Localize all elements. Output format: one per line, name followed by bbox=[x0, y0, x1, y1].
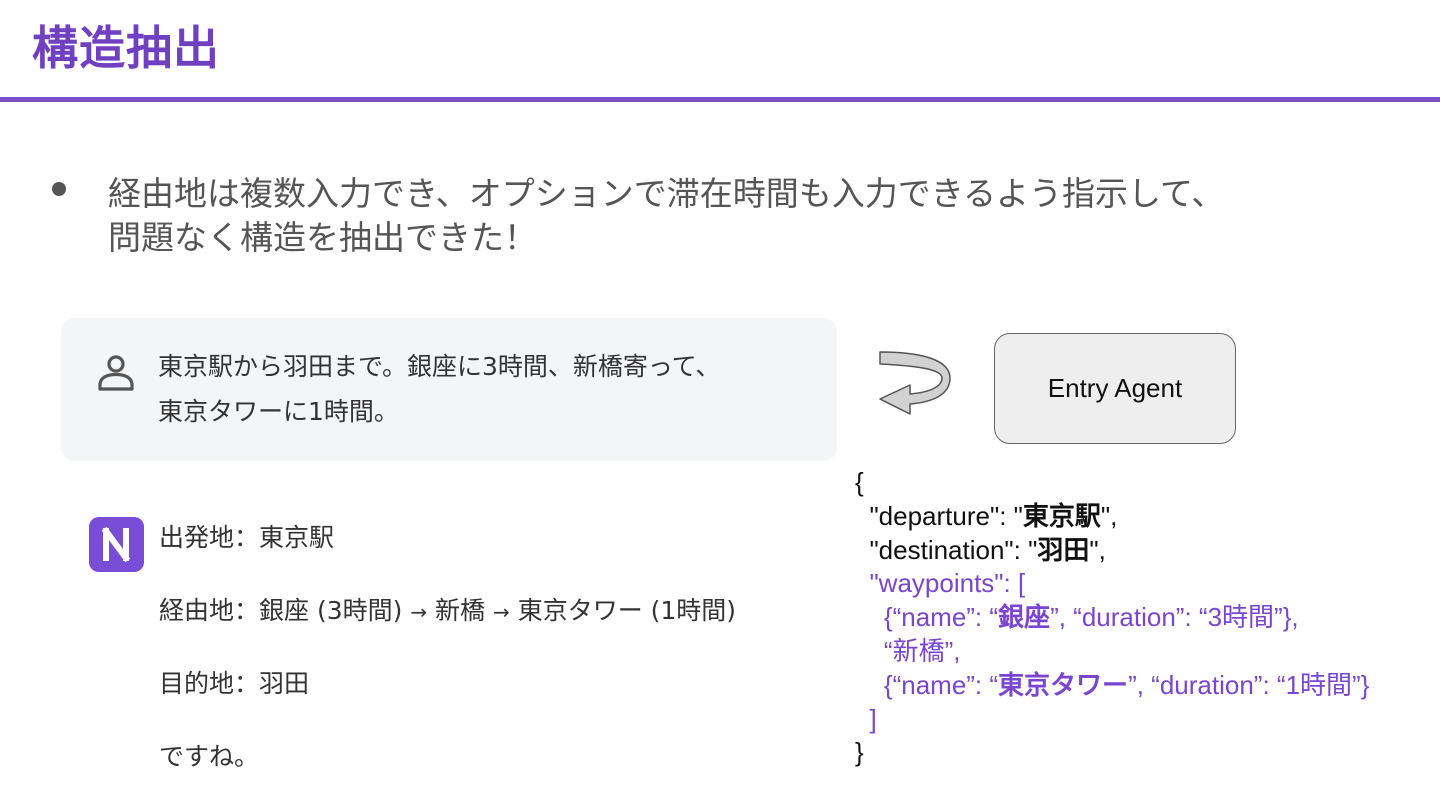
title-divider bbox=[0, 97, 1440, 102]
bullet-text: 経由地は複数入力でき、オプションで滞在時間も入力できるよう指示して、 問題なく構… bbox=[108, 172, 1358, 260]
json-wp2-name: 新橋 bbox=[892, 635, 945, 666]
json-waypoint-2: “新橋”, bbox=[855, 635, 1369, 669]
json-wp3-mid: ”, “duration”: “ bbox=[1128, 669, 1286, 700]
bot-waypoints-part-1: 経由地：銀座 (3時間) bbox=[159, 596, 411, 625]
arrow-right-icon: → bbox=[492, 600, 510, 624]
json-wp3-end: ”} bbox=[1352, 669, 1370, 700]
json-close-brace: } bbox=[855, 737, 864, 768]
json-departure-key: "departure": " bbox=[855, 500, 1023, 531]
arrow-right-icon: → bbox=[410, 600, 428, 624]
json-open-brace: { bbox=[855, 467, 864, 497]
user-message-line-1: 東京駅から羽田まで。銀座に3時間、新橋寄って、 bbox=[158, 352, 721, 381]
bot-departure: 出発地：東京駅 bbox=[159, 523, 335, 552]
bullet-dot bbox=[52, 182, 66, 196]
json-wp1-duration: 3時間 bbox=[1207, 602, 1275, 633]
json-destination-key: "destination": " bbox=[855, 534, 1038, 565]
user-message: 東京駅から羽田まで。銀座に3時間、新橋寄って、 東京タワーに1時間。 bbox=[158, 344, 818, 434]
bot-closing: ですね。 bbox=[159, 742, 260, 771]
json-waypoint-3: {“name”: “東京タワー”, “duration”: “1時間”} bbox=[855, 669, 1369, 703]
json-output: { "departure": "東京駅", "destination": "羽田… bbox=[855, 466, 1369, 770]
bot-waypoints-part-3: 東京タワー (1時間) bbox=[509, 596, 737, 625]
json-wp2-prefix: “ bbox=[855, 635, 893, 666]
user-message-line-2: 東京タワーに1時間。 bbox=[158, 397, 399, 426]
json-wp1-prefix: {“name”: “ bbox=[855, 602, 999, 633]
json-destination: "destination": "羽田", bbox=[855, 534, 1369, 568]
user-message-card bbox=[61, 318, 837, 461]
bot-avatar-icon bbox=[89, 517, 144, 572]
json-wp1-mid: ”, “duration”: “ bbox=[1050, 602, 1208, 633]
json-departure: "departure": "東京駅", bbox=[855, 500, 1369, 534]
json-close-bracket: ] bbox=[855, 703, 877, 734]
bot-waypoints-part-2: 新橋 bbox=[427, 596, 493, 625]
bullet-line-1: 経由地は複数入力でき、オプションで滞在時間も入力できるよう指示して、 bbox=[108, 174, 1225, 213]
bullet-line-2: 問題なく構造を抽出できた！ bbox=[108, 218, 537, 257]
json-destination-value: 羽田 bbox=[1037, 534, 1090, 565]
slide-title: 構造抽出 bbox=[32, 21, 220, 75]
json-wp1-end: ”}, bbox=[1274, 602, 1299, 633]
json-destination-end: ", bbox=[1089, 534, 1106, 565]
json-departure-value: 東京駅 bbox=[1022, 500, 1101, 531]
bot-waypoints: 経由地：銀座 (3時間) → 新橋 → 東京タワー (1時間) bbox=[159, 594, 736, 629]
json-waypoint-1: {“name”: “銀座”, “duration”: “3時間”}, bbox=[855, 601, 1369, 635]
json-waypoints-key: "waypoints": [ bbox=[855, 568, 1026, 599]
bot-destination: 目的地：羽田 bbox=[159, 669, 310, 698]
json-wp3-duration: 1時間 bbox=[1285, 669, 1353, 700]
json-wp1-name: 銀座 bbox=[998, 602, 1051, 633]
json-wp3-prefix: {“name”: “ bbox=[855, 669, 999, 700]
json-wp2-end: ”, bbox=[944, 635, 961, 666]
json-departure-end: ", bbox=[1100, 500, 1118, 531]
json-wp3-name: 東京タワー bbox=[998, 669, 1129, 700]
entry-agent-box: Entry Agent bbox=[994, 333, 1236, 444]
user-icon bbox=[98, 355, 134, 391]
cycle-arrow-icon bbox=[879, 351, 951, 415]
